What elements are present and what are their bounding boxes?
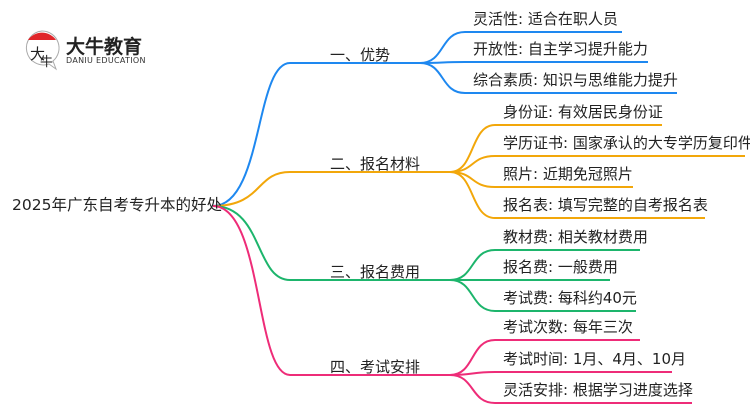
branch-node[interactable]: 二、报名材料 [330, 155, 421, 173]
leaf-connector [449, 374, 692, 404]
leaf-connector [419, 61, 648, 64]
branch-connector [212, 205, 450, 376]
leaf-node[interactable]: 灵活安排: 根据学习进度选择 [503, 381, 693, 399]
svg-text:大: 大 [30, 45, 45, 63]
leaf-node[interactable]: 报名费: 一般费用 [503, 258, 618, 276]
branch-node[interactable]: 三、报名费用 [330, 263, 421, 281]
branch-connector [212, 171, 450, 207]
leaf-connector [449, 124, 662, 173]
leaf-node[interactable]: 考试时间: 1月、4月、10月 [503, 350, 686, 368]
logo-subtitle: DANIU EDUCATION [66, 56, 146, 65]
logo: 大 牛 大牛教育 DANIU EDUCATION [22, 28, 162, 72]
branch-connector [212, 205, 450, 281]
leaf-node[interactable]: 综合素质: 知识与思维能力提升 [473, 71, 678, 89]
leaf-node[interactable]: 报名表: 填写完整的自考报名表 [503, 196, 708, 214]
leaf-connector [449, 155, 745, 173]
leaf-connector [449, 371, 672, 376]
leaf-connector [449, 339, 640, 376]
leaf-node[interactable]: 考试费: 每科约40元 [503, 289, 637, 307]
logo-mark-icon: 大 牛 [25, 30, 60, 71]
leaf-node[interactable]: 考试次数: 每年三次 [503, 318, 633, 336]
leaf-node[interactable]: 学历证书: 国家承认的大专学历复印件 [503, 134, 750, 152]
leaf-connector [449, 171, 705, 219]
leaf-connector [419, 31, 622, 64]
leaf-node[interactable]: 身份证: 有效居民身份证 [503, 103, 663, 121]
leaf-connector [449, 279, 636, 312]
leaf-node[interactable]: 灵活性: 适合在职人员 [473, 10, 618, 28]
root-node[interactable]: 2025年广东自考专升本的好处 [12, 196, 222, 214]
leaf-connector [449, 249, 640, 281]
leaf-connector [419, 62, 677, 94]
leaf-node[interactable]: 教材费: 相关教材费用 [503, 228, 648, 246]
branch-connector [212, 62, 420, 207]
logo-name: 大牛教育 [66, 36, 143, 58]
branch-node[interactable]: 四、考试安排 [330, 358, 421, 376]
svg-text:牛: 牛 [40, 55, 53, 70]
branch-node[interactable]: 一、优势 [330, 46, 391, 64]
leaf-node[interactable]: 照片: 近期免冠照片 [503, 165, 633, 183]
leaf-node[interactable]: 开放性: 自主学习提升能力 [473, 40, 648, 58]
